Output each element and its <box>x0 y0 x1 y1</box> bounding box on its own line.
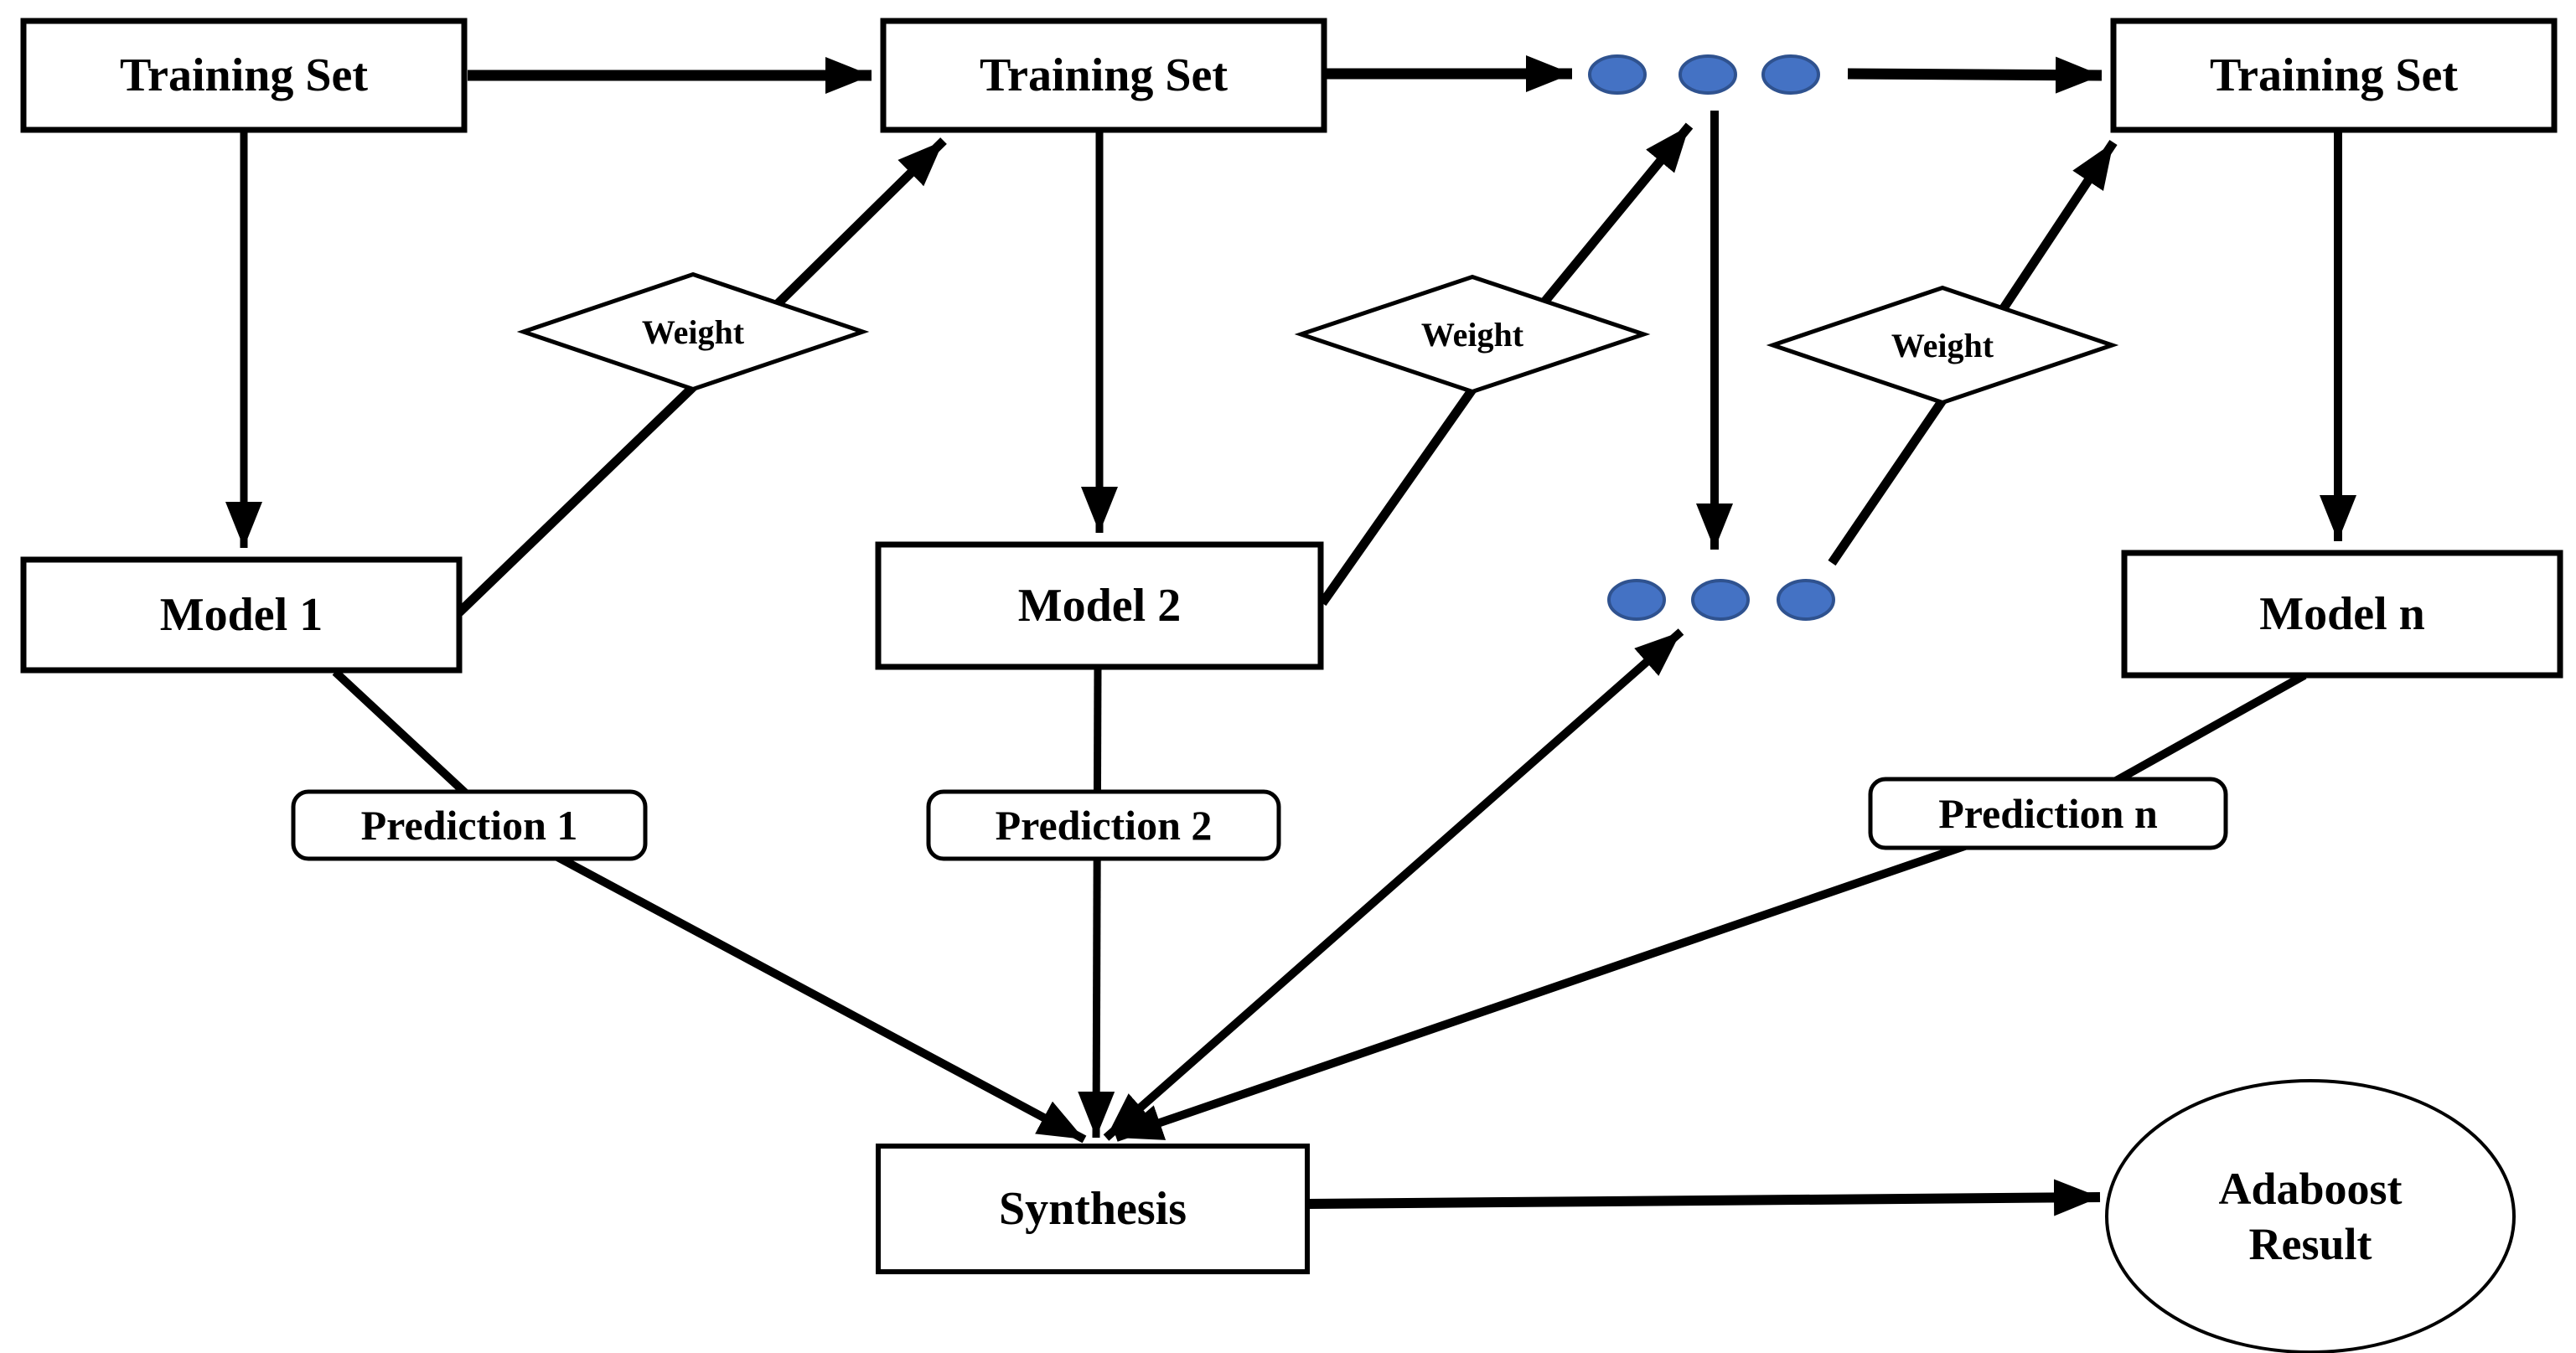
training-set-n-label: Training Set <box>2210 49 2458 101</box>
prediction-2-shape <box>926 789 1281 861</box>
weight-3-shape <box>1766 285 2119 405</box>
edge-model1-pred1-synthesis <box>332 669 1087 1144</box>
weight-2: Weight <box>1294 274 1651 395</box>
edge-model2-pred2-synthesis <box>1078 667 1115 1139</box>
weight-2-shape <box>1294 274 1651 395</box>
weight-1: Weight <box>516 271 870 392</box>
training-set-2: Training Set <box>880 18 1327 133</box>
edge-modeldots-synthesis <box>1103 628 1684 1141</box>
synthesis-shape <box>876 1144 1310 1274</box>
training-ellipsis-dots <box>1588 54 1820 95</box>
model-ellipsis-dots-dot-1 <box>1607 579 1666 621</box>
training-set-n-shape <box>2110 18 2558 133</box>
adaboost-result-shape <box>2105 1079 2516 1353</box>
training-set-n: Training Set <box>2110 18 2558 133</box>
prediction-1: Prediction 1 <box>291 789 648 861</box>
weight-3: Weight <box>1766 285 2119 405</box>
training-ellipsis-dots-dot-1 <box>1588 54 1647 95</box>
model-ellipsis-dots-dot-3 <box>1777 579 1835 621</box>
weight-1-shape <box>516 271 870 392</box>
training-set-2-label: Training Set <box>980 49 1228 101</box>
training-set-2-shape <box>880 18 1327 133</box>
model-n-shape <box>2121 550 2563 679</box>
training-set-1-label: Training Set <box>120 49 368 101</box>
prediction-n-shape <box>1868 777 2228 850</box>
prediction-1-shape <box>291 789 648 861</box>
model-2-shape <box>875 541 1324 670</box>
edge-training-dots-to-tsn <box>1847 56 2103 94</box>
model-1: Model 1 <box>20 556 463 674</box>
model-ellipsis-dots-dot-2 <box>1691 579 1750 621</box>
weight-3-label: Weight <box>1891 327 1994 364</box>
prediction-n: Prediction n <box>1868 777 2228 850</box>
prediction-n-label: Prediction n <box>1938 790 2158 837</box>
edge-modeln-predn-synthesis <box>1115 671 2307 1142</box>
synthesis: Synthesis <box>876 1144 1310 1274</box>
model-n-label: Model n <box>2259 588 2425 640</box>
training-set-1-shape <box>20 18 468 133</box>
training-set-1: Training Set <box>20 18 468 133</box>
model-n: Model n <box>2121 550 2563 679</box>
model-2-label: Model 2 <box>1018 580 1181 632</box>
training-ellipsis-dots-dot-2 <box>1679 54 1737 95</box>
prediction-2: Prediction 2 <box>926 789 1281 861</box>
model-ellipsis-dots <box>1607 579 1835 621</box>
edge-synthesis-to-result <box>1308 1179 2101 1216</box>
nodes: Training Set Training Set Training SetMode… <box>20 18 2563 1353</box>
prediction-2-label: Prediction 2 <box>996 802 1213 849</box>
weight-1-label: Weight <box>642 313 745 351</box>
model-1-label: Model 1 <box>160 589 323 641</box>
model-2: Model 2 <box>875 541 1324 670</box>
model-1-shape <box>20 556 463 674</box>
synthesis-label: Synthesis <box>999 1183 1187 1235</box>
weight-2-label: Weight <box>1421 316 1524 354</box>
training-ellipsis-dots-dot-3 <box>1761 54 1820 95</box>
prediction-1-label: Prediction 1 <box>361 802 578 849</box>
